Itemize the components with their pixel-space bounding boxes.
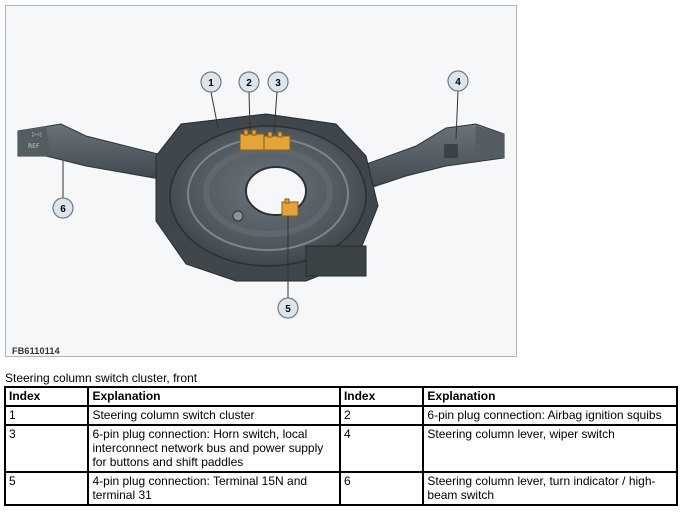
figure-caption: Steering column switch cluster, front	[5, 371, 198, 385]
callout-3: 3	[267, 71, 289, 93]
steering-column-switch-illustration: ▷◁ REF	[17, 70, 505, 319]
explanation-cell: Steering column lever, turn indicator / …	[422, 471, 678, 506]
table-header-row: Index Explanation Index Explanation	[3, 386, 678, 407]
horn-lin-plug	[263, 131, 291, 151]
right-lever	[360, 123, 505, 192]
svg-text:REF: REF	[28, 143, 40, 150]
index-cell: 1	[3, 405, 90, 426]
index-cell: 5	[3, 471, 90, 506]
svg-text:5: 5	[285, 304, 291, 315]
figure-frame: ▷◁ REF	[5, 5, 517, 357]
table-row: 3 6-pin plug connection: Horn switch, lo…	[3, 424, 678, 473]
svg-text:1: 1	[208, 78, 214, 89]
explanation-cell: Steering column switch cluster	[87, 405, 341, 426]
switch-cluster-housing	[155, 113, 379, 282]
index-cell: 4	[338, 424, 425, 473]
index-cell: 2	[338, 405, 425, 426]
header-explanation: Explanation	[422, 386, 678, 407]
callout-2: 2	[238, 71, 260, 93]
header-index: Index	[338, 386, 425, 407]
explanation-cell: 4-pin plug connection: Terminal 15N and …	[87, 471, 341, 506]
figure-id-label: FB6110114	[12, 346, 60, 356]
svg-text:▷◁: ▷◁	[32, 131, 42, 138]
callout-6: 6	[52, 197, 74, 219]
explanation-cell: 6-pin plug connection: Airbag ignition s…	[422, 405, 678, 426]
explanation-cell: 6-pin plug connection: Horn switch, loca…	[87, 424, 341, 473]
explanation-table: Index Explanation Index Explanation 1 St…	[3, 386, 678, 506]
callout-4: 4	[447, 70, 469, 92]
header-index: Index	[3, 386, 90, 407]
explanation-cell: Steering column lever, wiper switch	[422, 424, 678, 473]
svg-text:3: 3	[275, 78, 281, 89]
callout-1: 1	[200, 71, 222, 93]
table-row: 1 Steering column switch cluster 2 6-pin…	[3, 405, 678, 426]
svg-text:2: 2	[246, 78, 252, 89]
airbag-plug	[239, 129, 265, 151]
terminal-15n-plug	[281, 198, 299, 217]
callout-5: 5	[277, 297, 299, 319]
left-lever: ▷◁ REF	[17, 123, 172, 182]
callout-lines	[62, 90, 459, 298]
table-row: 5 4-pin plug connection: Terminal 15N an…	[3, 471, 678, 506]
svg-text:4: 4	[455, 77, 461, 88]
index-cell: 3	[3, 424, 90, 473]
header-explanation: Explanation	[87, 386, 341, 407]
svg-text:6: 6	[60, 204, 66, 215]
index-cell: 6	[338, 471, 425, 506]
